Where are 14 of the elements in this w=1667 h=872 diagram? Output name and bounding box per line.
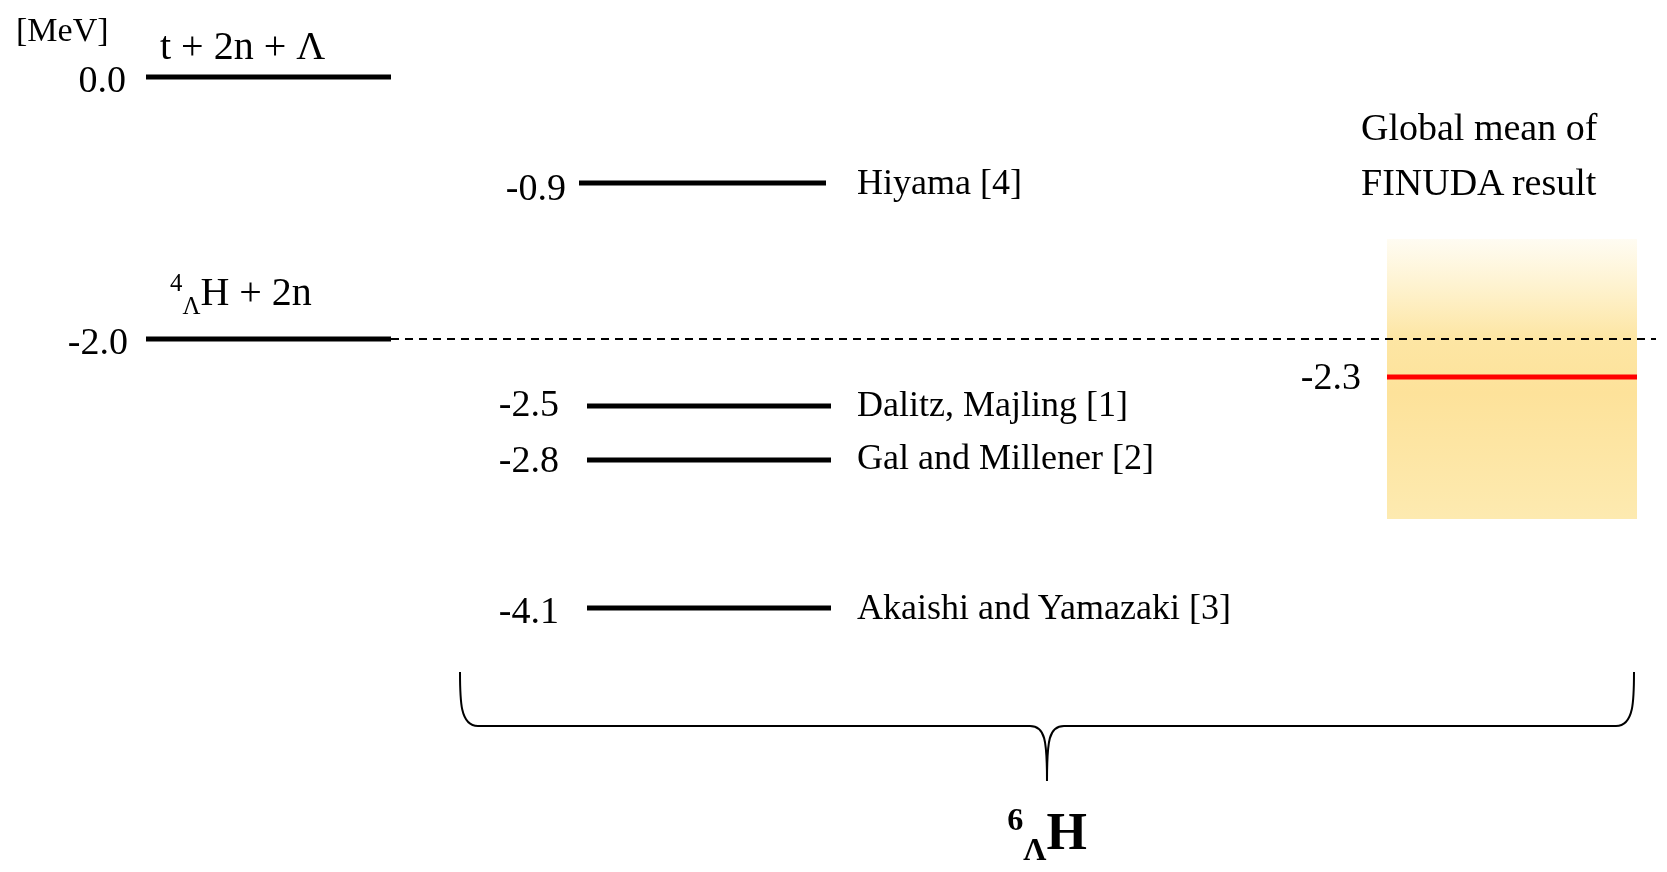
band-caption: Global mean of FINUDA result bbox=[1361, 105, 1599, 206]
energy-value: -2.0 bbox=[67, 321, 128, 363]
reference-label: Akaishi and Yamazaki [3] bbox=[857, 588, 1231, 628]
energy-value: 0.0 bbox=[78, 59, 126, 101]
energy-value: -2.8 bbox=[498, 439, 559, 481]
energy-value: -4.1 bbox=[498, 590, 559, 632]
level-label: t + 2n + Λ bbox=[160, 24, 326, 68]
unit-label: [MeV] bbox=[16, 11, 109, 49]
reference-label: Dalitz, Majling [1] bbox=[857, 385, 1128, 425]
reference-label: Gal and Millener [2] bbox=[857, 438, 1154, 478]
energy-value: -2.3 bbox=[1300, 356, 1361, 398]
energy-value: -0.9 bbox=[505, 167, 566, 209]
reference-label: Hiyama [4] bbox=[857, 163, 1022, 203]
energy-value: -2.5 bbox=[498, 383, 559, 425]
